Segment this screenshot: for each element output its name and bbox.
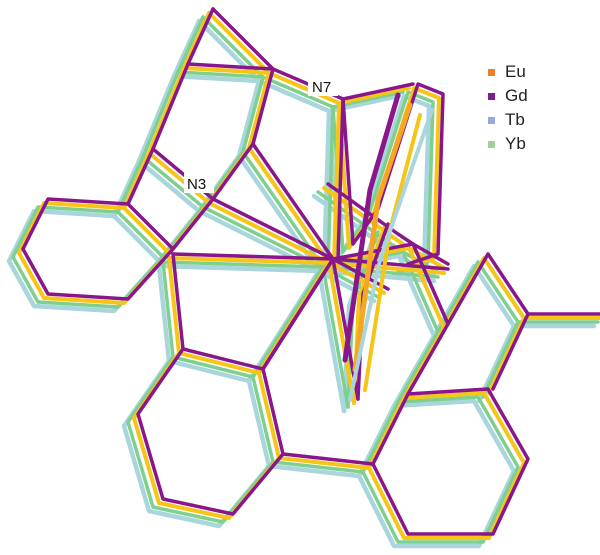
atom-label-n7: N7 bbox=[312, 79, 331, 96]
legend-label-eu: Eu bbox=[505, 62, 526, 81]
legend-label-yb: Yb bbox=[505, 134, 526, 153]
legend-swatch-eu bbox=[488, 68, 495, 76]
legend-item-yb: Yb bbox=[488, 132, 588, 156]
legend-label-tb: Tb bbox=[505, 110, 525, 129]
legend-item-eu: Eu bbox=[488, 60, 588, 84]
legend-swatch-gd bbox=[488, 92, 495, 100]
legend-item-gd: Gd bbox=[488, 84, 588, 108]
legend: Eu Gd Tb Yb bbox=[488, 60, 588, 156]
n7-label-background bbox=[308, 76, 338, 96]
legend-swatch-yb bbox=[488, 140, 495, 148]
pendant-arms bbox=[342, 92, 434, 402]
legend-item-tb: Tb bbox=[488, 108, 588, 132]
legend-label-gd: Gd bbox=[505, 86, 528, 105]
n3-label-background bbox=[184, 173, 214, 193]
legend-swatch-tb bbox=[488, 116, 495, 124]
atom-label-n3: N3 bbox=[187, 176, 206, 193]
